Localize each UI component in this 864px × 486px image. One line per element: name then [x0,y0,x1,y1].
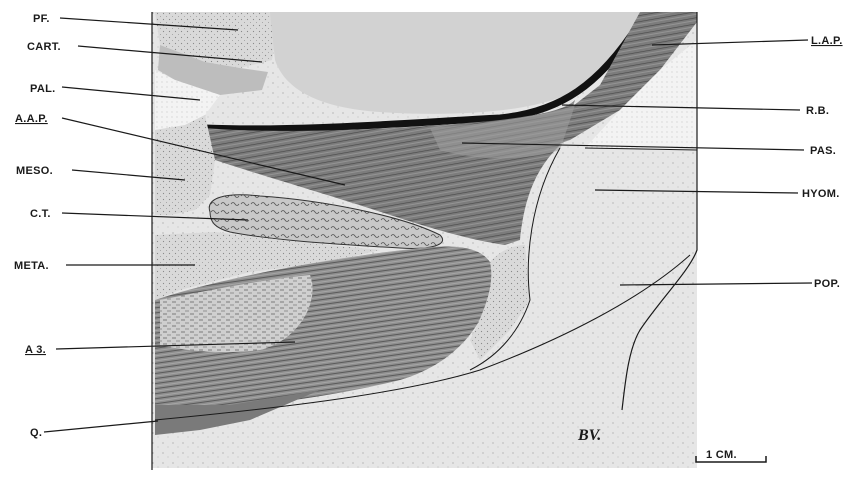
label-hyom: HYOM. [802,188,840,200]
label-a3: A 3. [25,344,46,356]
label-lap: L.A.P. [811,35,843,47]
label-pal: PAL. [30,83,55,95]
label-aap: A.A.P. [15,113,48,125]
label-cart: CART. [27,41,61,53]
scale-bar-label: 1 CM. [706,449,737,461]
label-meta: META. [14,260,49,272]
label-pop: POP. [814,278,840,290]
scale-bar: 1 CM. [696,449,766,462]
label-pas: PAS. [810,145,836,157]
artist-signature: BV. [577,427,601,444]
label-pf: PF. [33,13,50,25]
label-meso: MESO. [16,165,53,177]
section-illustration [152,12,697,470]
label-ct: C.T. [30,208,51,220]
label-rb: R.B. [806,105,829,117]
label-q: Q. [30,427,42,439]
